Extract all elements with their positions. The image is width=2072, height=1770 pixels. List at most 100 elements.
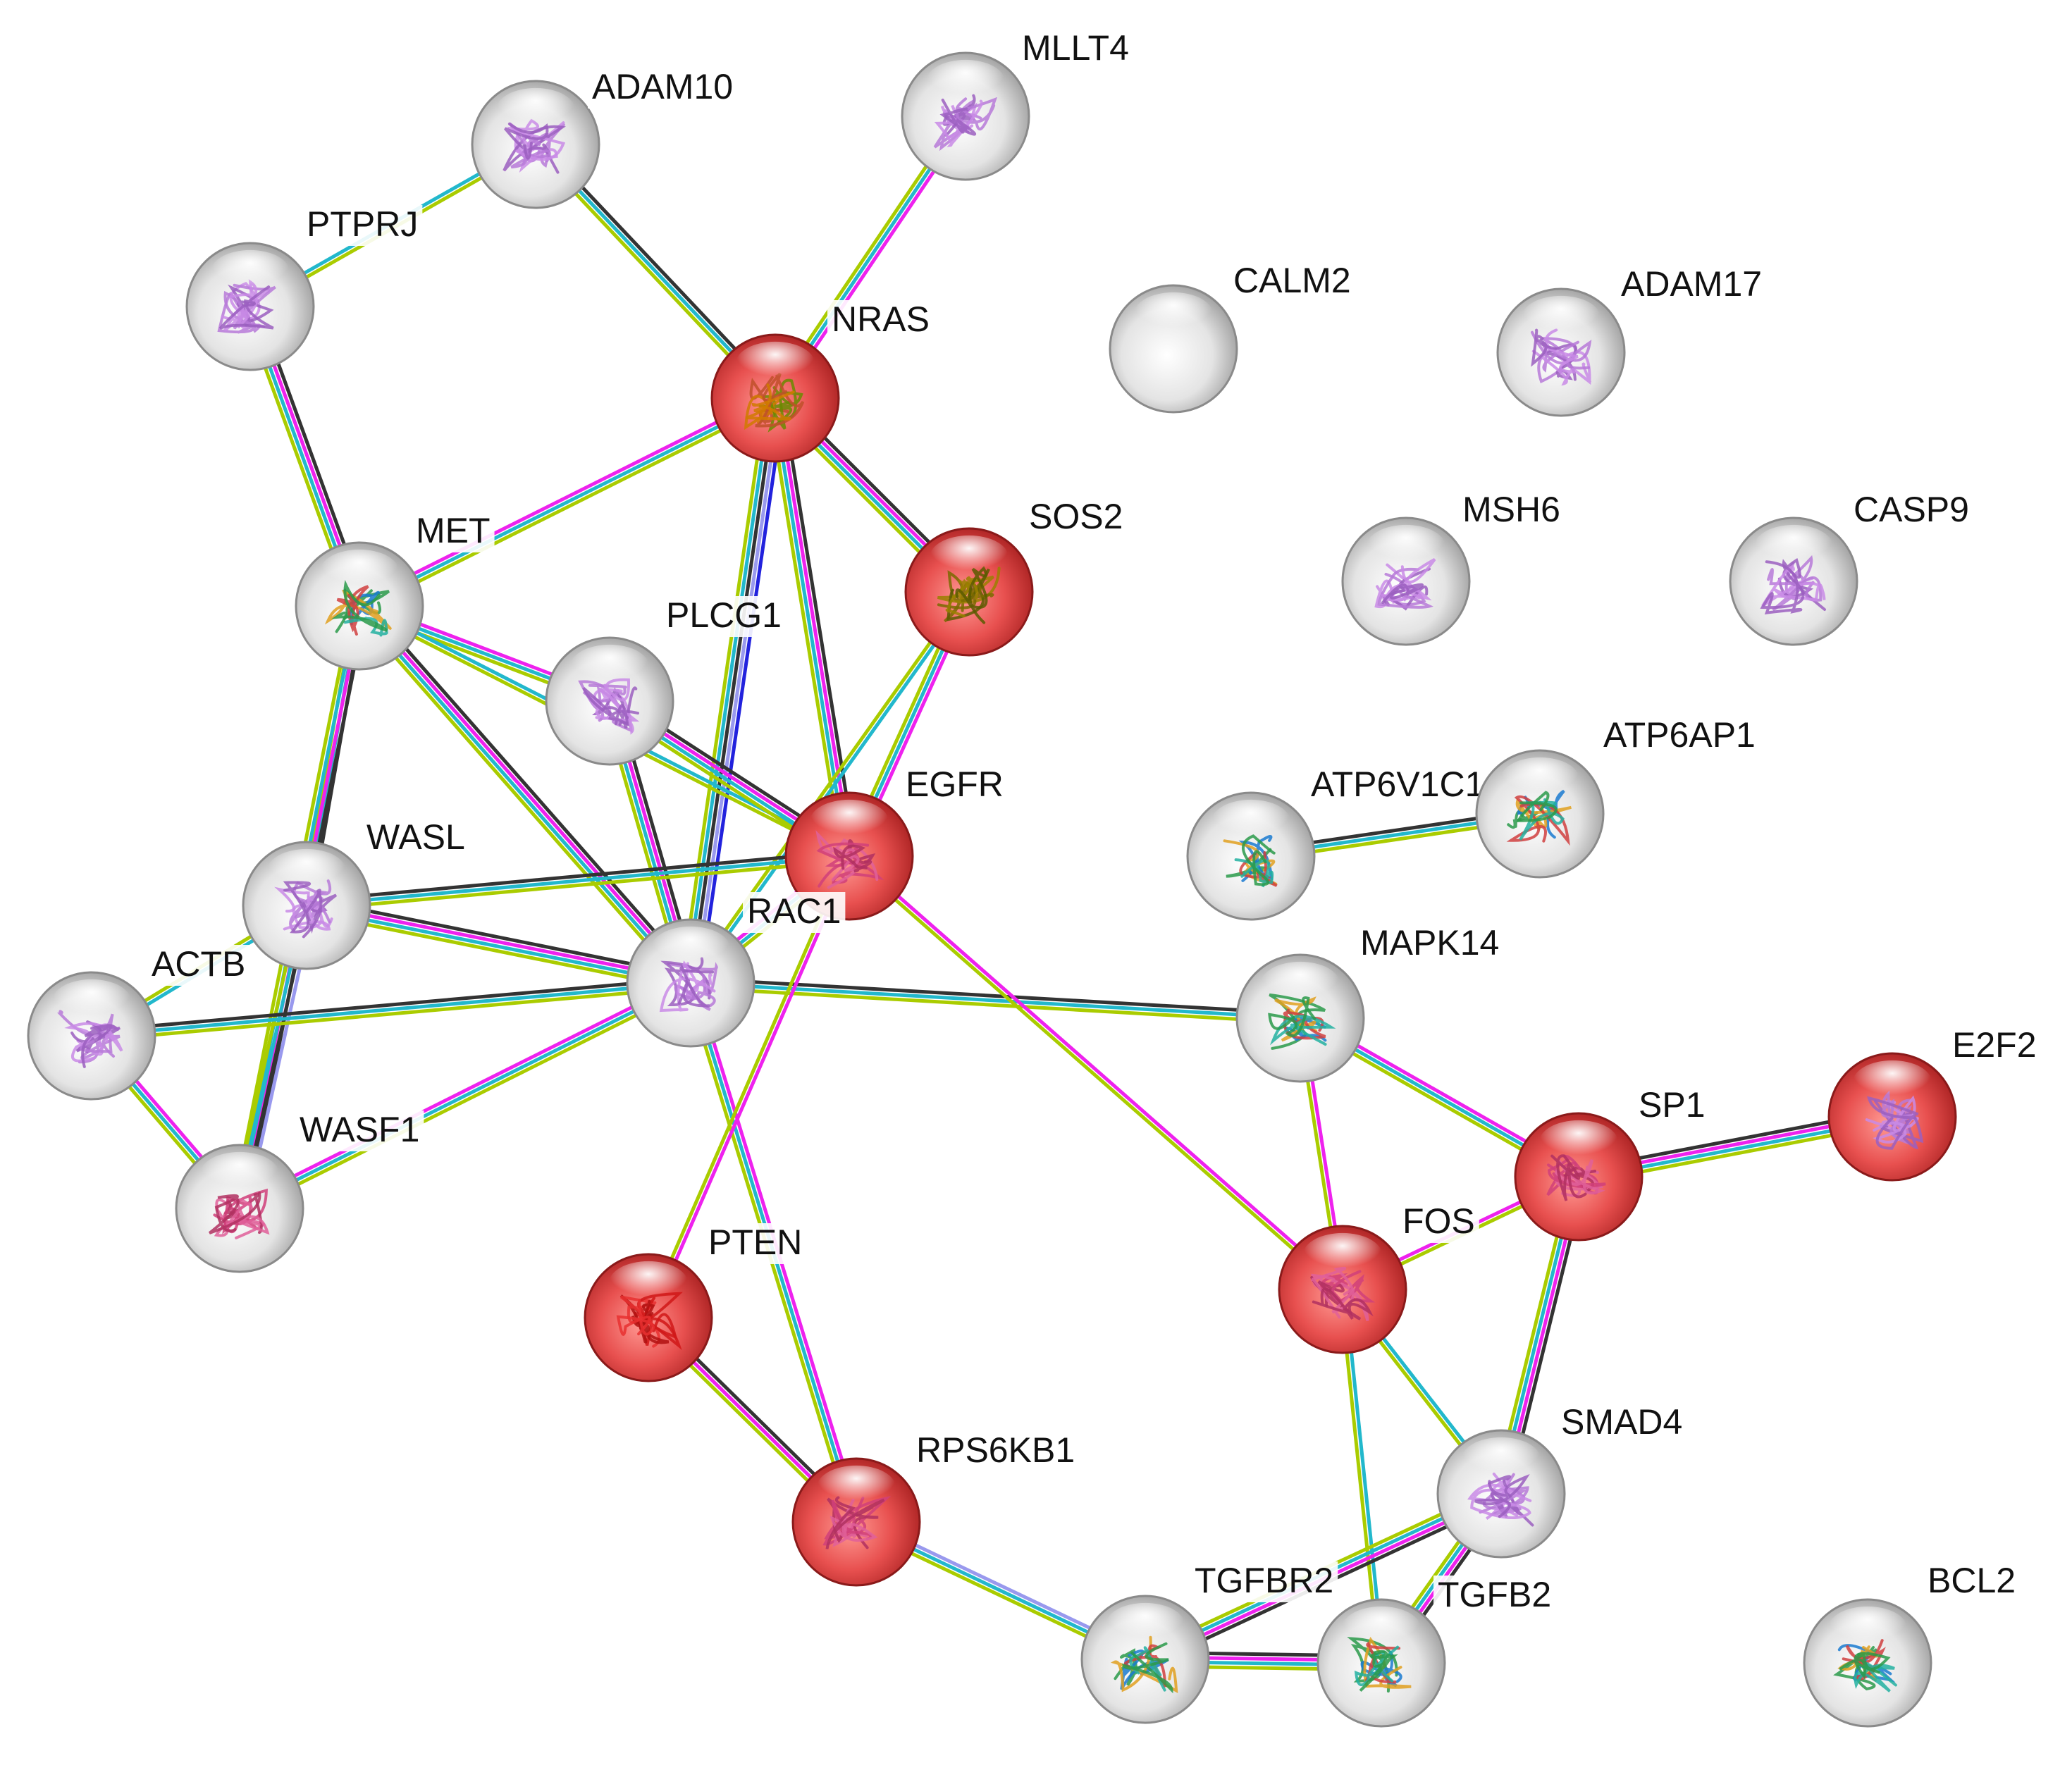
node-tgfb2[interactable]: TGFB2 — [1316, 1575, 1556, 1728]
node-label-background — [1948, 1026, 2041, 1067]
node-wasl[interactable]: WASL — [242, 817, 469, 970]
node-label: NRAS — [832, 299, 930, 339]
node-msh6[interactable]: MSH6 — [1341, 490, 1565, 646]
node-label-background — [1849, 490, 1973, 531]
node-bcl2[interactable]: BCL2 — [1803, 1561, 2021, 1728]
edge-strand-experimental — [355, 392, 775, 604]
node-label: TGFBR2 — [1195, 1561, 1333, 1600]
node-label: WASF1 — [300, 1110, 419, 1149]
node-pten[interactable]: PTEN — [584, 1223, 807, 1382]
edge-met-nras — [355, 392, 779, 612]
node-sos2[interactable]: SOS2 — [904, 497, 1128, 657]
node-highlight — [320, 549, 399, 593]
node-label: CASP9 — [1854, 490, 1969, 529]
node-mllt4[interactable]: MLLT4 — [901, 28, 1133, 181]
node-mapk14[interactable]: MAPK14 — [1235, 923, 1504, 1083]
node-met[interactable]: MET — [295, 511, 495, 671]
edge-strand-experimental — [359, 602, 694, 984]
edge-strand-cooccurrence — [693, 397, 782, 986]
node-label: PLCG1 — [666, 595, 782, 635]
node-label-background — [1190, 1561, 1338, 1602]
protein-structure-icon — [616, 1292, 683, 1350]
node-highlight — [1828, 1606, 1907, 1650]
node-atp6v1c1[interactable]: ATP6V1C1 — [1186, 765, 1489, 921]
node-label-background — [412, 512, 495, 552]
node-atp6ap1[interactable]: ATP6AP1 — [1475, 715, 1760, 879]
node-casp9[interactable]: CASP9 — [1729, 490, 1973, 646]
edge-sos2-rac1 — [686, 588, 973, 986]
node-actb[interactable]: ACTB — [27, 944, 250, 1101]
edge-strand-coexpression — [362, 600, 698, 981]
node-label: WASL — [366, 817, 465, 857]
node-label: ADAM17 — [1621, 264, 1762, 304]
node-label: MET — [416, 511, 491, 550]
node-tgfbr2[interactable]: TGFBR2 — [1080, 1561, 1338, 1724]
protein-structure-icon — [744, 372, 805, 433]
node-label-background — [704, 1223, 807, 1264]
edge-strand-database — [304, 854, 851, 908]
edge-strand-database — [356, 605, 691, 986]
node-highlight — [267, 848, 346, 893]
node-egfr[interactable]: EGFR — [784, 765, 1008, 921]
node-label-background — [743, 892, 846, 933]
node-label-background — [1458, 490, 1565, 531]
node-label-background — [827, 300, 934, 341]
node-e2f2[interactable]: E2F2 — [1827, 1025, 2041, 1182]
node-label: ATP6V1C1 — [1311, 765, 1484, 804]
node-label: EGFR — [906, 765, 1004, 804]
edge-strand-experimental — [648, 855, 853, 1320]
node-label-background — [1617, 265, 1767, 306]
protein-structure-icon — [1833, 1639, 1897, 1692]
node-label-background — [1398, 1202, 1479, 1243]
protein-structure-icon — [1110, 1635, 1178, 1694]
node-nras[interactable]: NRAS — [710, 299, 934, 463]
node-label-background — [147, 945, 250, 986]
node-label-background — [1229, 261, 1355, 302]
node-label-background — [1356, 924, 1504, 965]
node-fos[interactable]: FOS — [1278, 1201, 1479, 1354]
node-highlight — [609, 1261, 688, 1305]
edge-strand-database — [90, 981, 693, 1038]
node-highlight — [1539, 1120, 1618, 1164]
node-highlight — [736, 341, 815, 385]
edge-nras-egfr — [766, 395, 858, 860]
node-rac1[interactable]: RAC1 — [626, 891, 846, 1048]
node-label: CALM2 — [1233, 261, 1351, 300]
node-label-background — [1025, 497, 1128, 538]
protein-structure-icon — [1347, 1636, 1412, 1693]
node-label-background — [901, 765, 1008, 806]
node-label-background — [662, 596, 786, 637]
node-highlight — [810, 799, 889, 843]
protein-structure-icon — [1531, 328, 1592, 386]
node-label: PTEN — [708, 1223, 802, 1262]
node-adam17[interactable]: ADAM17 — [1496, 264, 1767, 417]
node-label: SMAD4 — [1561, 1402, 1682, 1442]
edge-strand-textmining — [679, 395, 768, 984]
node-highlight — [1367, 524, 1445, 569]
node-sp1[interactable]: SP1 — [1514, 1085, 1710, 1242]
node-label: TGFB2 — [1438, 1575, 1551, 1614]
edge-strand-database — [357, 396, 777, 608]
node-highlight — [1522, 295, 1601, 340]
node-label: ATP6AP1 — [1603, 715, 1756, 755]
node-label-background — [912, 1431, 1080, 1472]
node-smad4[interactable]: SMAD4 — [1436, 1402, 1687, 1559]
edge-strand-textmining — [846, 855, 1343, 1293]
node-highlight — [211, 249, 290, 294]
node-label: FOS — [1402, 1201, 1475, 1241]
node-highlight — [52, 979, 131, 1023]
node-highlight — [496, 87, 575, 132]
edge-strand-database — [691, 591, 973, 986]
edge-actb-rac1 — [89, 977, 693, 1042]
node-plcg1[interactable]: PLCG1 — [545, 595, 786, 766]
edge-strand-database — [304, 905, 692, 987]
node-rps6kb1[interactable]: RPS6KB1 — [791, 1430, 1080, 1587]
edge-strand-textmining — [359, 400, 779, 612]
node-label-background — [1923, 1561, 2021, 1602]
node-calm2[interactable]: CALM2 — [1109, 261, 1355, 414]
node-label: PTPRJ — [307, 204, 418, 244]
node-wasf1[interactable]: WASF1 — [175, 1110, 424, 1273]
node-adam10[interactable]: ADAM10 — [471, 67, 738, 209]
node-highlight — [926, 59, 1005, 104]
node-ptprj[interactable]: PTPRJ — [185, 204, 423, 371]
